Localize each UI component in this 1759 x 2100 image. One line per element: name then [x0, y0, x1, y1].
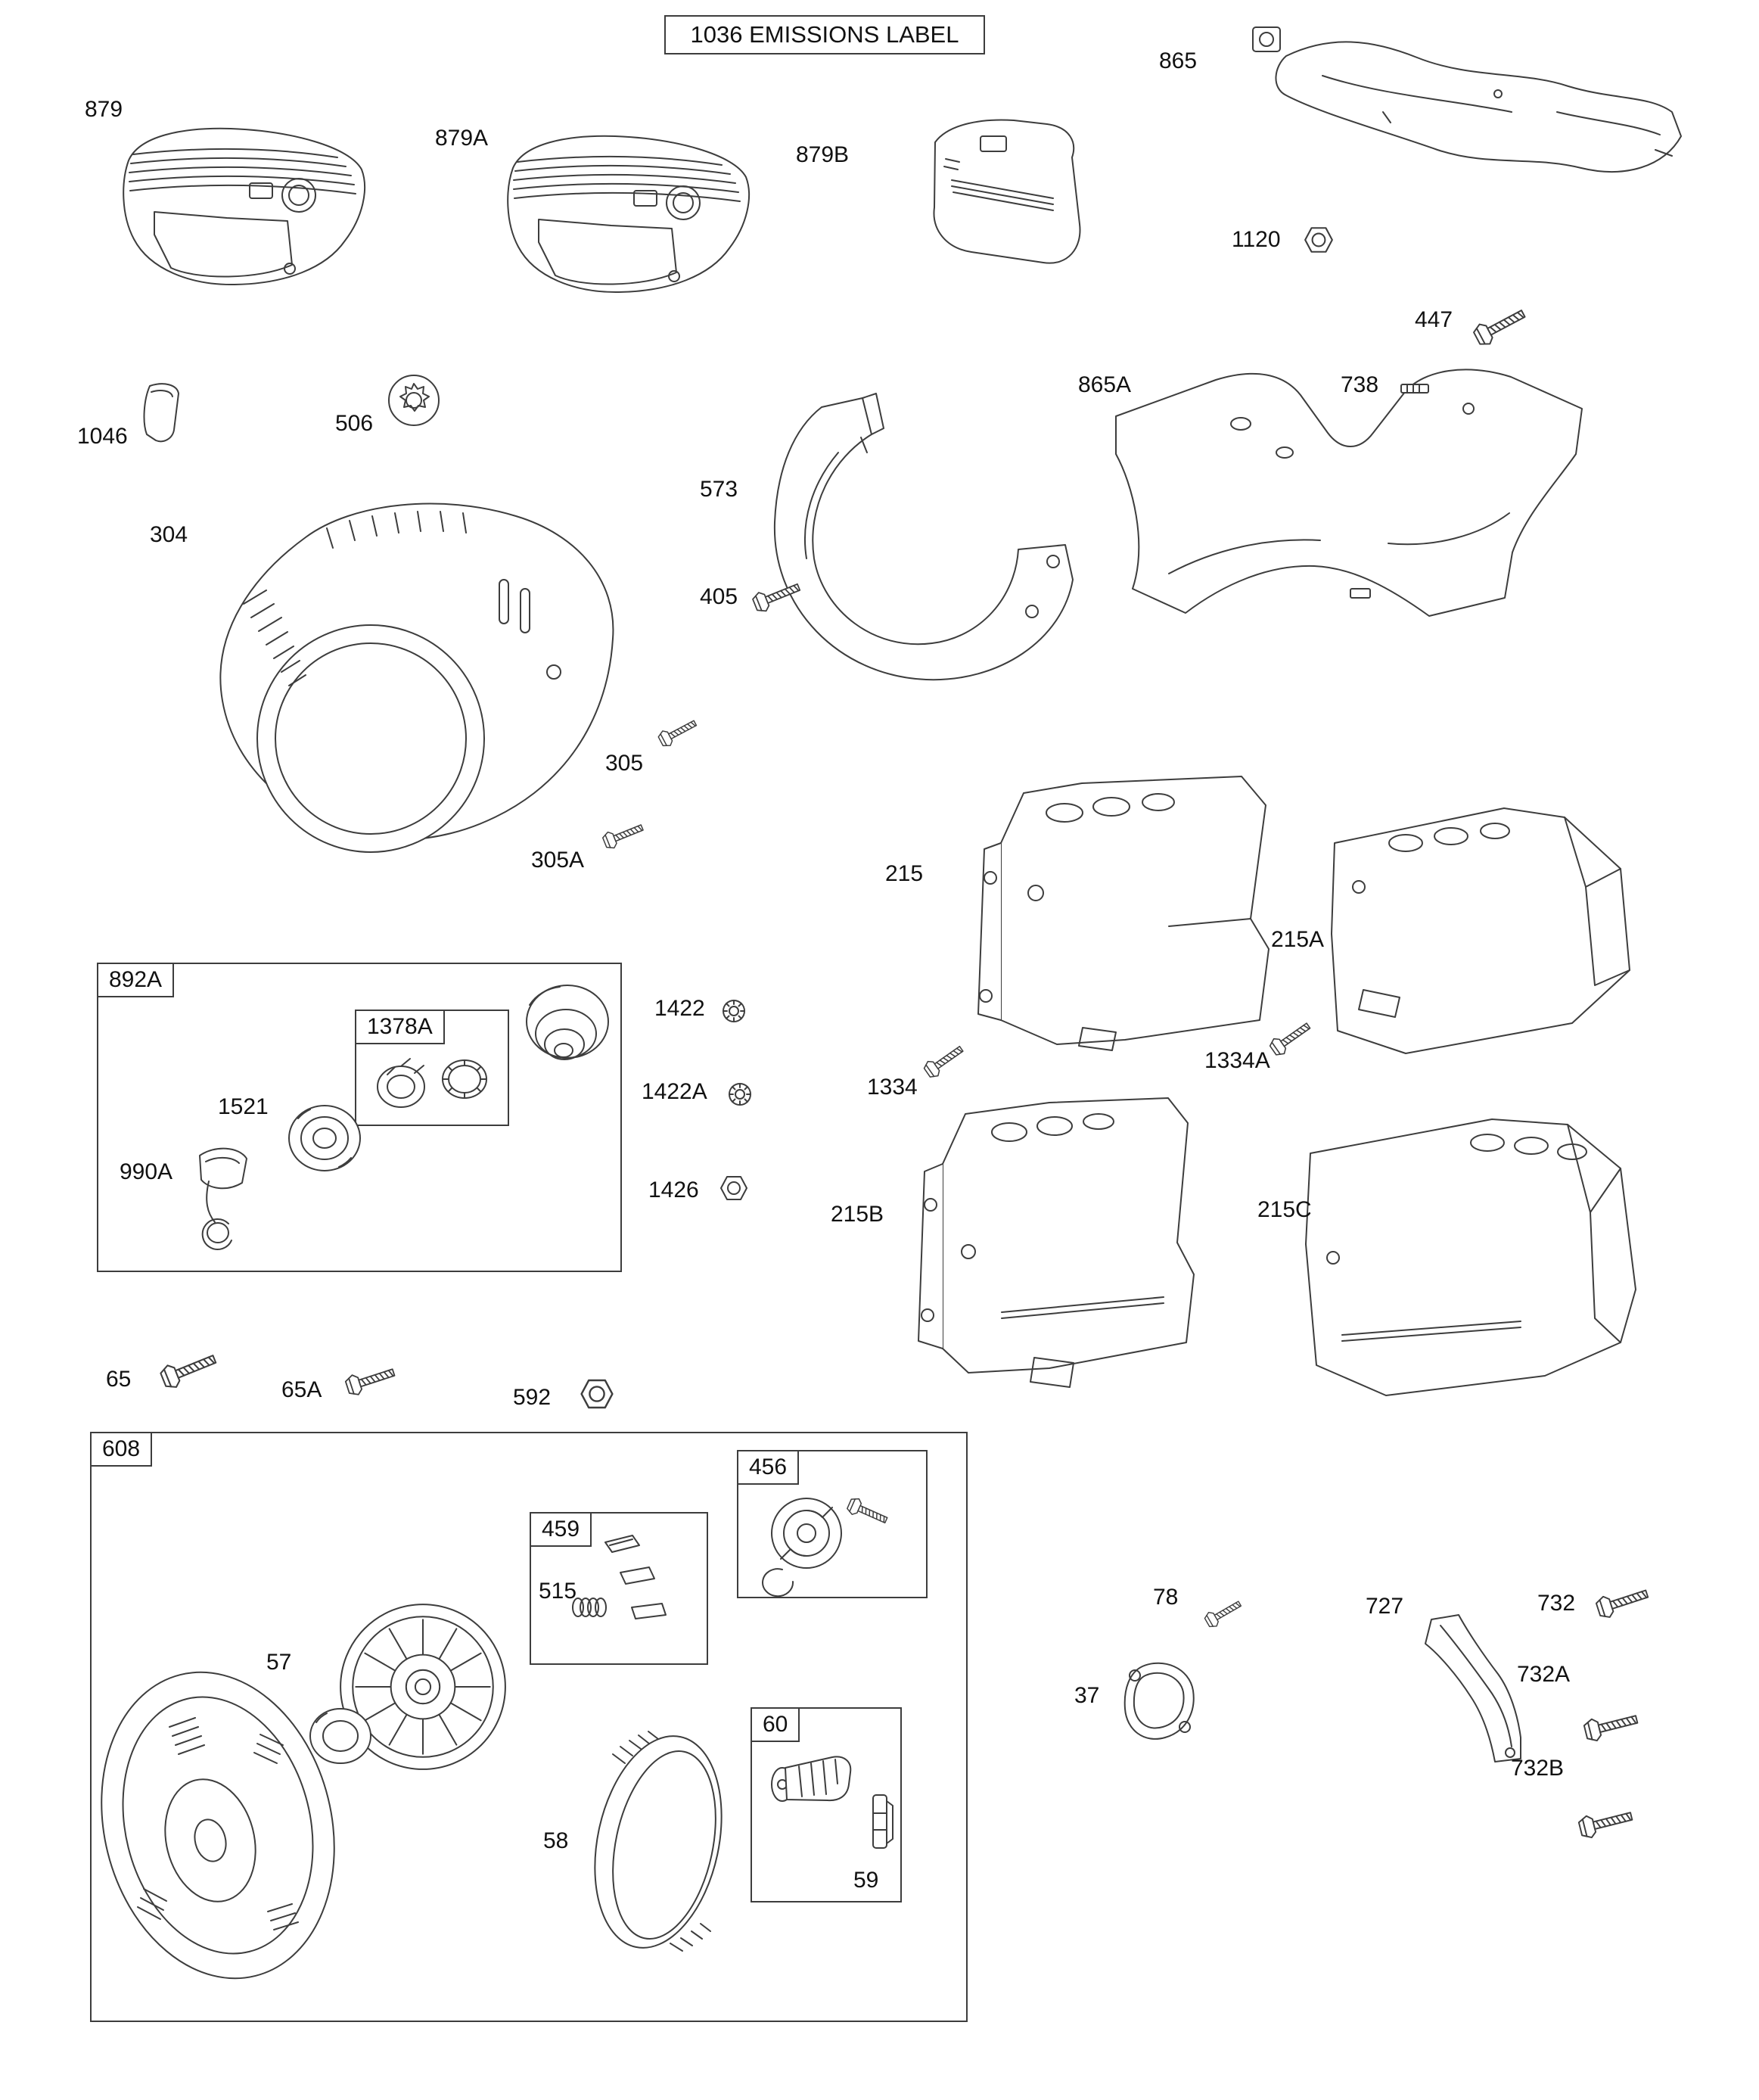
part-573-drawing — [773, 393, 1074, 681]
group-label-459: 459 — [530, 1512, 592, 1547]
callout-1334A: 1334A — [1204, 1048, 1270, 1073]
group-box-456: 456 — [737, 1450, 928, 1598]
part-1120-nut — [1304, 227, 1333, 253]
callout-65A: 65A — [281, 1377, 322, 1402]
part-305-screw — [656, 715, 700, 749]
part-447-bolt — [1471, 303, 1530, 349]
group-label-608: 608 — [90, 1432, 153, 1467]
part-456-contents — [762, 1495, 890, 1598]
part-727-bracket — [1425, 1614, 1521, 1762]
callout-573: 573 — [700, 477, 738, 502]
callout-738: 738 — [1341, 372, 1379, 397]
callout-78: 78 — [1153, 1585, 1179, 1610]
callout-59: 59 — [853, 1868, 879, 1893]
callout-732A: 732A — [1517, 1662, 1571, 1687]
part-65-bolt — [158, 1347, 220, 1392]
part-732-bolt — [1594, 1582, 1652, 1621]
part-1426-nut — [720, 1176, 747, 1200]
group-box-60: 60 — [751, 1707, 902, 1902]
part-592-nut — [580, 1379, 614, 1409]
callout-1120: 1120 — [1232, 227, 1281, 252]
group-box-892A: 892A — [97, 963, 622, 1272]
callout-1046: 1046 — [77, 424, 128, 449]
group-box-608: 608 — [90, 1432, 968, 2022]
part-1422-washer — [723, 1000, 745, 1022]
part-215C-drawing — [1305, 1118, 1636, 1396]
callout-215A: 215A — [1271, 927, 1325, 952]
part-304-drawing — [219, 502, 614, 853]
callout-515: 515 — [539, 1579, 577, 1604]
group-label-60: 60 — [751, 1707, 800, 1742]
part-215B-drawing — [918, 1097, 1195, 1388]
part-58-spring — [594, 1731, 723, 1952]
group-label-456: 456 — [737, 1450, 800, 1485]
callout-990A: 990A — [120, 1159, 173, 1184]
part-1378A-contents — [377, 1058, 487, 1108]
callout-592: 592 — [513, 1385, 552, 1410]
callout-1521: 1521 — [218, 1094, 269, 1119]
part-pulley-drawing — [340, 1604, 506, 1770]
callout-37: 37 — [1074, 1683, 1100, 1708]
part-59-insert — [872, 1794, 893, 1849]
callout-1426: 1426 — [648, 1178, 699, 1202]
group-label-1378A: 1378A — [355, 1010, 445, 1044]
callout-1334: 1334 — [867, 1075, 918, 1100]
part-65A-bolt — [343, 1361, 398, 1398]
group-label-892A: 892A — [97, 963, 175, 997]
part-865-drawing — [1252, 26, 1682, 173]
part-60-handle — [771, 1756, 852, 1802]
callout-215B: 215B — [831, 1202, 884, 1227]
callout-65: 65 — [106, 1367, 132, 1392]
callout-447: 447 — [1415, 307, 1453, 332]
part-506-washer — [388, 375, 440, 426]
callout-732B: 732B — [1511, 1756, 1565, 1781]
callout-305: 305 — [605, 751, 644, 776]
part-1046-drawing — [143, 383, 179, 443]
part-starter-cover-drawing — [101, 1671, 335, 1980]
callout-879: 879 — [85, 97, 123, 122]
part-990A-drawing — [199, 1147, 247, 1250]
callout-304: 304 — [150, 522, 188, 547]
callout-57: 57 — [266, 1650, 292, 1675]
part-pulley-bearing — [309, 1708, 371, 1764]
part-879A-drawing — [507, 135, 751, 294]
part-732A-bolt — [1582, 1707, 1640, 1744]
callout-879B: 879B — [796, 142, 850, 167]
group-box-1378A: 1378A — [355, 1010, 509, 1126]
callout-1422A: 1422A — [642, 1079, 707, 1104]
callout-58: 58 — [543, 1828, 569, 1853]
callout-727: 727 — [1366, 1594, 1404, 1619]
part-215-drawing — [977, 776, 1270, 1051]
callout-865A: 865A — [1078, 372, 1132, 397]
callout-879A: 879A — [435, 126, 489, 151]
part-clutch-cup-drawing — [526, 985, 609, 1060]
callout-732: 732 — [1537, 1591, 1576, 1616]
part-738-drawing — [1400, 384, 1429, 394]
callout-305A: 305A — [531, 848, 585, 873]
callout-215C: 215C — [1257, 1197, 1312, 1222]
emissions-label-title: 1036 EMISSIONS LABEL — [664, 15, 985, 54]
part-1521-bearing — [288, 1105, 361, 1171]
part-1422A-washer — [729, 1083, 751, 1106]
part-732B-bolt — [1577, 1804, 1635, 1840]
group-box-459: 459 — [530, 1512, 708, 1665]
callout-215: 215 — [885, 861, 924, 886]
part-215A-drawing — [1331, 807, 1630, 1054]
callout-405: 405 — [700, 584, 738, 609]
callout-1422: 1422 — [654, 996, 705, 1021]
part-879-drawing — [123, 127, 366, 286]
part-37-gasket — [1123, 1662, 1195, 1740]
part-459-contents — [572, 1535, 667, 1619]
callout-506: 506 — [335, 411, 374, 436]
part-865A-drawing — [1115, 369, 1583, 617]
part-879B-drawing — [933, 119, 1081, 264]
part-78-screw — [1202, 1596, 1245, 1630]
callout-865: 865 — [1159, 48, 1198, 73]
